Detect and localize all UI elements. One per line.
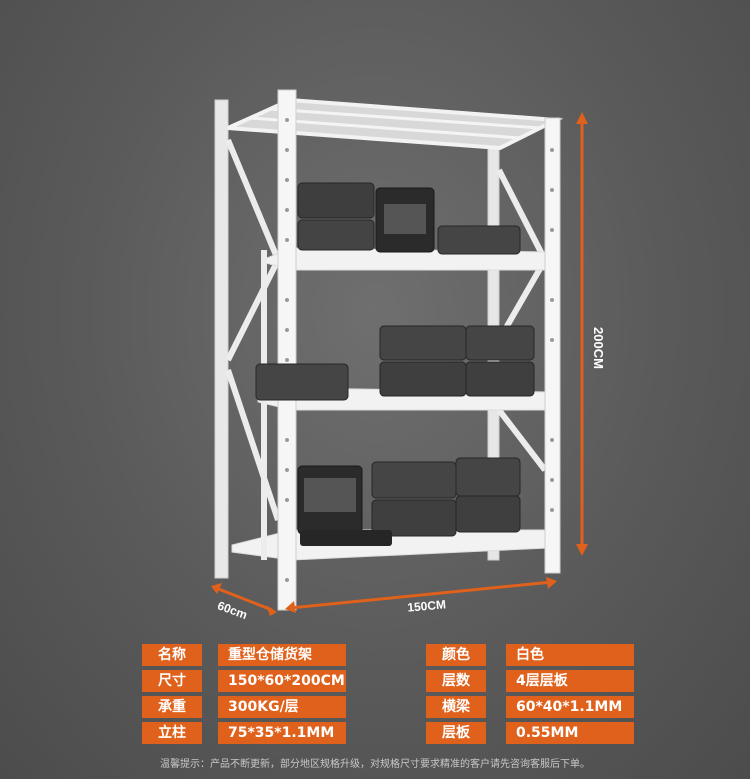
footnote: 温馨提示：产品不断更新，部分地区规格升级，对规格尺寸要求精准的客户请先咨询客服后… [160,759,590,770]
spec-key: 层数 [426,670,486,692]
spec-row: 立柱 75*35*1.1MM 层板 0.55MM [0,722,750,744]
spec-value: 60*40*1.1MM [506,696,634,718]
tool-cases-level-4 [297,457,521,546]
top-shelf-frame [227,97,564,151]
spec-key: 横梁 [426,696,486,718]
spec-key: 立柱 [142,722,202,744]
spec-row: 尺寸 150*60*200CM 层数 4层层板 [0,670,750,692]
spec-value: 重型仓储货架 [218,644,346,666]
shelf-illustration: 200CM 150CM 60cm [211,89,606,622]
tool-cases-level-2 [297,182,521,255]
height-dimension-label: 200CM [591,327,606,369]
spec-value: 75*35*1.1MM [218,722,346,744]
spec-value: 150*60*200CM [218,670,346,692]
depth-dimension-label: 60cm [216,598,250,622]
spec-key: 承重 [142,696,202,718]
spec-key: 名称 [142,644,202,666]
spec-key: 颜色 [426,644,486,666]
back-left-post [214,99,229,579]
spec-value: 白色 [506,644,634,666]
spec-value: 300KG/层 [218,696,346,718]
spec-row: 承重 300KG/层 横梁 60*40*1.1MM [0,696,750,718]
spec-key: 层板 [426,722,486,744]
product-scene: 200CM 150CM 60cm [211,89,606,622]
width-dimension-label: 150CM [407,597,447,614]
dimension-lines [211,112,588,616]
front-right-post [544,117,561,574]
spec-key: 尺寸 [142,670,202,692]
spec-value: 4层层板 [506,670,634,692]
front-left-post [277,89,297,611]
spec-row: 名称 重型仓储货架 颜色 白色 [0,644,750,666]
tool-cases-level-3 [255,325,535,401]
spec-value: 0.55MM [506,722,634,744]
